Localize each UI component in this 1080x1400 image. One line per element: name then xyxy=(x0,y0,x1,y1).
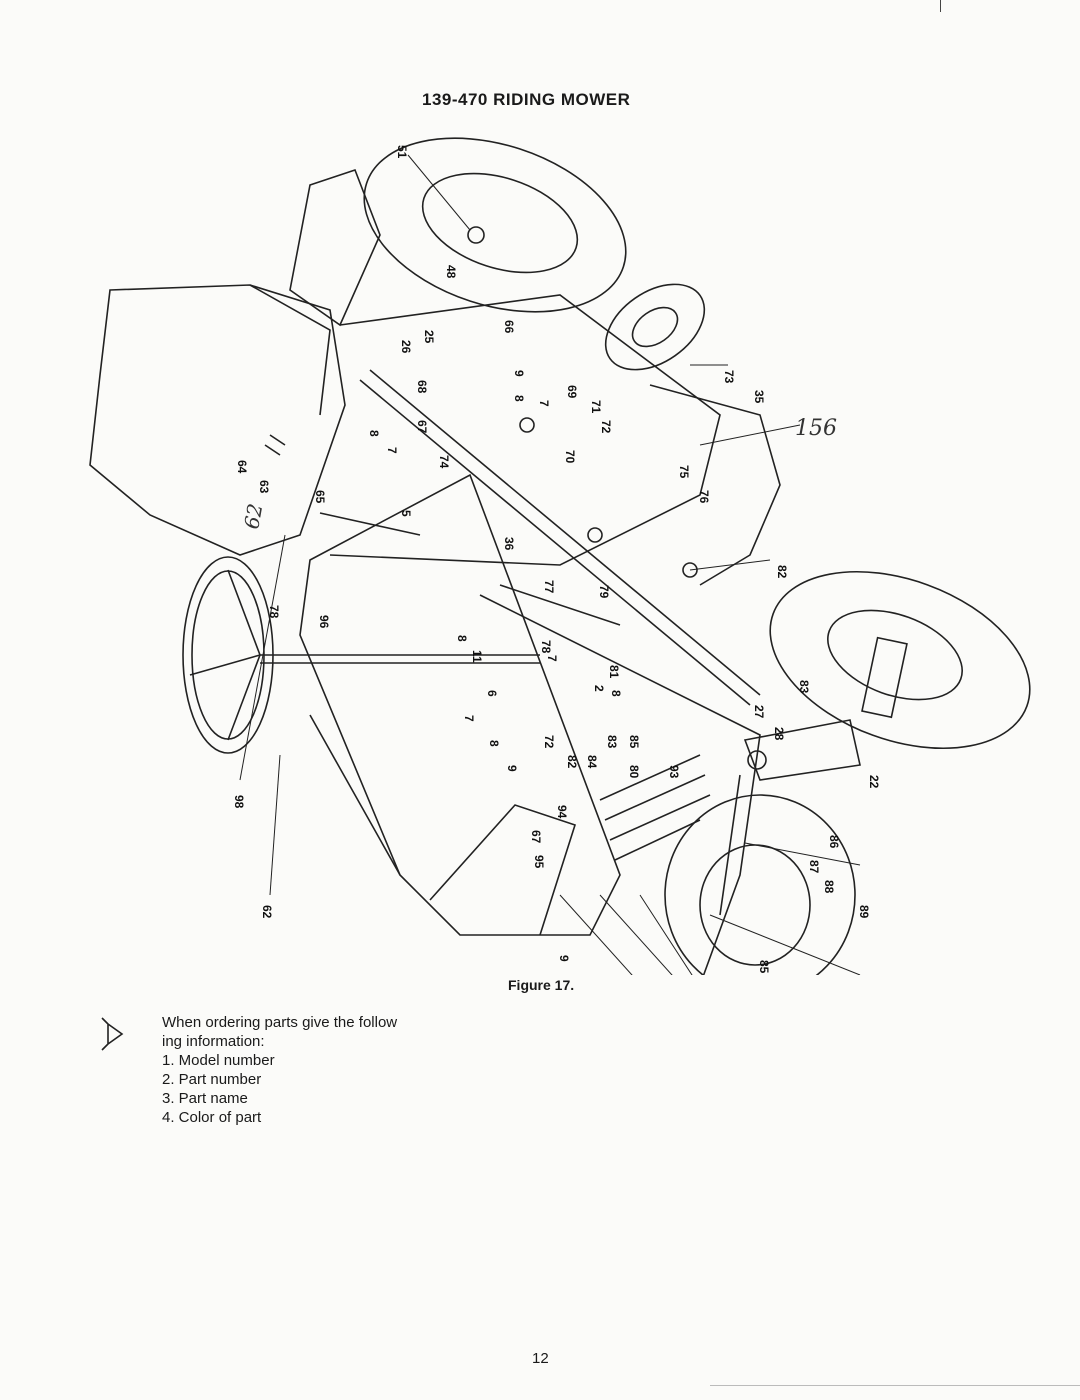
callout-part-79: 79 xyxy=(597,585,611,599)
callout-part-5: 5 xyxy=(399,510,413,517)
callout-part-77: 77 xyxy=(542,580,556,594)
callout-part-51: 51 xyxy=(395,145,409,159)
callout-part-65: 65 xyxy=(313,490,327,504)
part-callouts: 5148662526689876971727335677064638774757… xyxy=(232,145,881,974)
callout-part-62: 62 xyxy=(260,905,274,919)
callout-part-72: 72 xyxy=(542,735,556,749)
page-number: 12 xyxy=(532,1350,549,1367)
callout-part-11: 11 xyxy=(470,650,484,663)
callout-part-80: 80 xyxy=(627,765,641,779)
callout-part-64: 64 xyxy=(235,460,249,474)
callout-part-84: 84 xyxy=(585,755,599,769)
callout-part-8: 8 xyxy=(487,740,501,747)
callout-part-26: 26 xyxy=(399,340,413,354)
callout-part-70: 70 xyxy=(563,450,577,464)
callout-part-28: 28 xyxy=(772,727,786,741)
bottom-rule xyxy=(710,1385,1080,1386)
figure-caption: Figure 17. xyxy=(508,977,575,993)
callout-part-83: 83 xyxy=(605,735,619,749)
callout-part-6: 6 xyxy=(485,690,499,697)
callout-part-86: 86 xyxy=(827,835,841,849)
callout-part-25: 25 xyxy=(422,330,436,344)
callout-part-9: 9 xyxy=(505,765,519,772)
callout-part-8: 8 xyxy=(609,690,623,697)
callout-part-74: 74 xyxy=(437,455,451,469)
right-arrow-icon xyxy=(101,1017,124,1051)
callout-part-82: 82 xyxy=(775,565,789,579)
callout-part-35: 35 xyxy=(752,390,766,404)
callout-part-2: 2 xyxy=(592,685,606,692)
callout-part-82: 82 xyxy=(565,755,579,769)
callout-part-7: 7 xyxy=(462,715,476,722)
callout-part-67: 67 xyxy=(415,420,429,434)
callout-part-94: 94 xyxy=(555,805,569,819)
callout-part-76: 76 xyxy=(697,490,711,504)
callout-part-83: 83 xyxy=(797,680,811,694)
callout-part-8: 8 xyxy=(455,635,469,642)
callout-part-93: 93 xyxy=(667,765,681,779)
callout-part-36: 36 xyxy=(502,537,516,551)
handwritten-62-annotation: 62 xyxy=(239,502,267,531)
callout-part-8: 8 xyxy=(512,395,526,402)
callout-part-7: 7 xyxy=(537,400,551,407)
callout-part-85: 85 xyxy=(627,735,641,749)
note-item-model-number: 1. Model number xyxy=(162,1052,275,1069)
callout-part-75: 75 xyxy=(677,465,691,479)
callout-part-7: 7 xyxy=(385,447,399,454)
callout-part-9: 9 xyxy=(512,370,526,377)
callout-part-81: 81 xyxy=(607,665,621,679)
callout-part-67: 67 xyxy=(529,830,543,844)
note-line-1: When ordering parts give the follow xyxy=(162,1014,398,1031)
mower-exploded-diagram: 5148662526689876971727335677064638774757… xyxy=(89,137,1031,975)
callout-part-69: 69 xyxy=(565,385,579,399)
callout-part-8: 8 xyxy=(367,430,381,437)
callout-part-27: 27 xyxy=(752,705,766,719)
callout-part-72: 72 xyxy=(599,420,613,434)
callout-part-95: 95 xyxy=(532,855,546,869)
note-item-part-number: 2. Part number xyxy=(162,1071,262,1088)
callout-part-96: 96 xyxy=(317,615,331,629)
handwritten-156-annotation: 156 xyxy=(795,416,837,441)
callout-part-48: 48 xyxy=(444,265,458,279)
callout-part-98: 98 xyxy=(232,795,246,809)
callout-part-73: 73 xyxy=(722,370,736,384)
top-tick-mark xyxy=(940,0,941,12)
callout-part-66: 66 xyxy=(502,320,516,334)
callout-part-9: 9 xyxy=(557,955,571,962)
callout-part-87: 87 xyxy=(807,860,821,874)
callout-part-89: 89 xyxy=(857,905,871,919)
callout-part-7: 7 xyxy=(545,655,559,662)
callout-part-63: 63 xyxy=(257,480,271,494)
callout-part-78: 78 xyxy=(267,605,281,619)
callout-part-68: 68 xyxy=(415,380,429,394)
note-line-2: ing information: xyxy=(162,1033,265,1050)
callout-part-88: 88 xyxy=(822,880,836,894)
callout-part-22: 22 xyxy=(867,775,881,789)
page-title: 139-470 RIDING MOWER xyxy=(422,90,631,109)
note-item-part-name: 3. Part name xyxy=(162,1090,248,1107)
callout-part-71: 71 xyxy=(589,400,603,414)
callout-part-78: 78 xyxy=(539,640,553,654)
note-item-color-of-part: 4. Color of part xyxy=(162,1109,262,1126)
callout-part-85: 85 xyxy=(757,960,771,974)
